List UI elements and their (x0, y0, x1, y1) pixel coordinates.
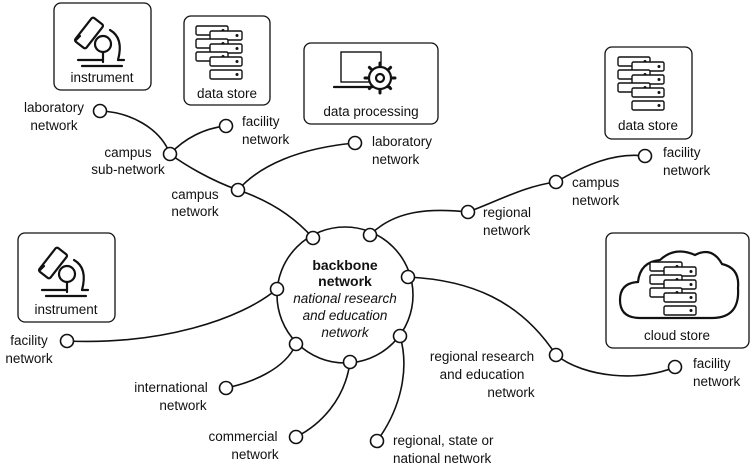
backbone-subtitle-1: national research (293, 291, 397, 306)
resource-data-store-right: data store (604, 46, 693, 140)
resource-instrument-top: instrument (53, 2, 152, 91)
node-regional-state (369, 433, 385, 449)
label-campus-left-1: campus (171, 187, 219, 202)
label-regional-1: regional (483, 205, 531, 220)
label-facility-left-1: facility (10, 333, 48, 348)
node-campus-sub-network (162, 146, 178, 162)
label-international-1: international (134, 380, 208, 395)
edge-backbone-commercial (295, 361, 351, 438)
node-backbone-regional-research (400, 269, 416, 285)
label-campus-sub-2: sub-network (91, 162, 165, 177)
label-regional-state-1: regional, state or (393, 433, 494, 448)
data-processing-label: data processing (323, 104, 418, 119)
node-facility-right-bottom (667, 359, 683, 375)
resource-instrument-left: instrument (17, 232, 116, 323)
node-facility-top (218, 118, 234, 134)
node-campus-network (230, 182, 246, 198)
edge-campus-sub-facility-top (169, 125, 227, 155)
data-store-right-label: data store (618, 118, 678, 133)
edge-backbone-regional-state (376, 335, 405, 442)
label-facility-top-2: network (242, 132, 290, 147)
node-international (218, 380, 234, 396)
backbone-network: backbone network national research and e… (276, 226, 414, 364)
instrument-left-label: instrument (34, 302, 97, 317)
node-regional (460, 204, 476, 220)
edge-campus-laboratory-mid (237, 142, 356, 191)
label-campus-left-2: network (171, 204, 219, 219)
node-facility-left (59, 333, 75, 349)
node-backbone-campus (305, 230, 321, 246)
edge-backbone-regional (369, 209, 469, 236)
edge-backbone-facility-left (66, 288, 278, 343)
node-laboratory-left (92, 103, 108, 119)
label-international-2: network (159, 398, 207, 413)
node-campus-right (548, 174, 564, 190)
label-facility-right-top-1: facility (663, 145, 701, 160)
backbone-title-2: network (318, 273, 372, 289)
label-laboratory-mid-1: laboratory (372, 134, 432, 149)
label-campus-right-2: network (572, 193, 620, 208)
label-facility-left-2: network (5, 351, 53, 366)
network-labels: laboratory network facility network camp… (5, 100, 740, 466)
label-regional-2: network (483, 223, 531, 238)
node-facility-right-top (637, 148, 653, 164)
edges (66, 110, 676, 442)
label-regional-state-2: national network (393, 451, 492, 466)
instrument-top-label: instrument (70, 70, 133, 85)
label-laboratory-mid-2: network (372, 152, 420, 167)
edge-backbone-regional-research (407, 276, 557, 356)
backbone-subtitle-3: network (321, 325, 370, 340)
label-facility-right-bottom-2: network (693, 374, 741, 389)
node-regional-research (548, 347, 564, 363)
label-commercial-2: network (231, 447, 279, 462)
cloud-server-icon (618, 250, 740, 320)
node-laboratory-mid (347, 135, 363, 151)
node-backbone-regional-state (392, 328, 408, 344)
backbone-subtitle-2: and education (303, 308, 388, 323)
cloud-store-label: cloud store (644, 328, 710, 343)
edge-campus-sub-laboratory-left (99, 110, 171, 155)
label-facility-right-top-2: network (663, 163, 711, 178)
label-campus-right-1: campus (572, 175, 620, 190)
label-laboratory-left-1: laboratory (24, 100, 84, 115)
label-regional-research-2: and education (440, 367, 525, 382)
resource-cloud-store: cloud store (605, 232, 750, 349)
nodes (59, 103, 683, 449)
node-commercial (288, 429, 304, 445)
edge-regional-campus-right (467, 181, 557, 213)
edge-campus-right-facility (555, 154, 646, 183)
edge-backbone-campus (237, 189, 314, 239)
node-backbone-commercial (342, 354, 358, 370)
resource-data-processing: data processing (303, 42, 439, 125)
resource-data-store-top: data store (183, 15, 271, 106)
label-commercial-1: commercial (208, 429, 277, 444)
laptop-gear-icon (332, 51, 397, 95)
label-laboratory-left-2: network (30, 118, 78, 133)
label-regional-research-1: regional research (430, 349, 534, 364)
node-backbone-facility-left (269, 281, 285, 297)
edge-backbone-international (225, 343, 297, 389)
label-facility-top-1: facility (242, 114, 280, 129)
label-facility-right-bottom-1: facility (693, 356, 731, 371)
label-campus-sub-1: campus (104, 145, 152, 160)
data-store-top-label: data store (197, 86, 257, 101)
backbone-title-1: backbone (312, 257, 378, 273)
edge-campus-campus-sub (169, 153, 239, 191)
node-backbone-international (288, 336, 304, 352)
label-regional-research-3: network (487, 385, 535, 400)
edge-regional-research-facility (555, 354, 676, 377)
node-backbone-regional (362, 227, 378, 243)
